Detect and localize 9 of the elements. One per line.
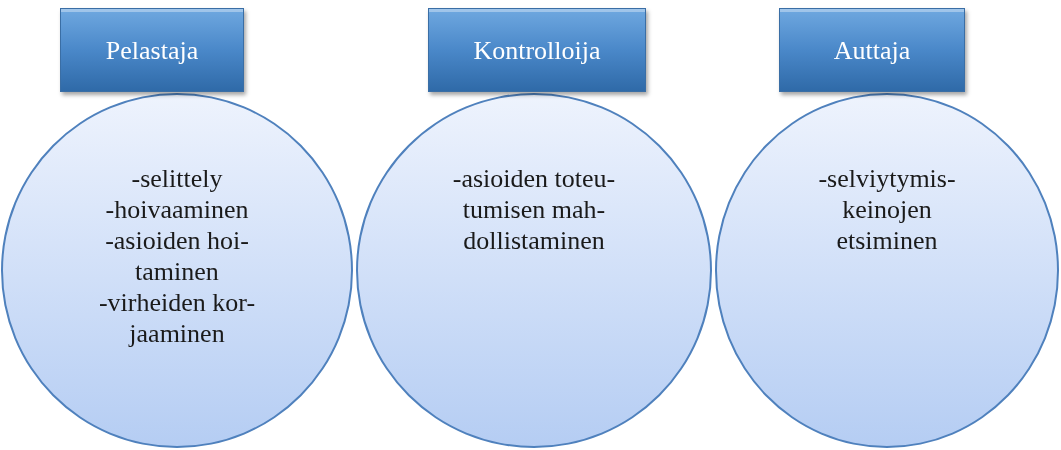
circle-text: -selviytymis- keinojen etsiminen: [817, 163, 957, 256]
header-box: [428, 8, 646, 92]
circle-text: -asioiden toteu- tumisen mah- dollistaminen: [451, 163, 617, 256]
header-text: Auttaja: [833, 34, 911, 67]
circle-text: -selittely -hoivaaminen -asioiden hoi- taminen -virheiden kor- jaaminen: [97, 163, 257, 349]
header-text: Kontrolloija: [473, 34, 601, 67]
header-box: [779, 8, 965, 92]
header-box: [60, 8, 244, 92]
header-text: Pelastaja: [105, 34, 199, 67]
